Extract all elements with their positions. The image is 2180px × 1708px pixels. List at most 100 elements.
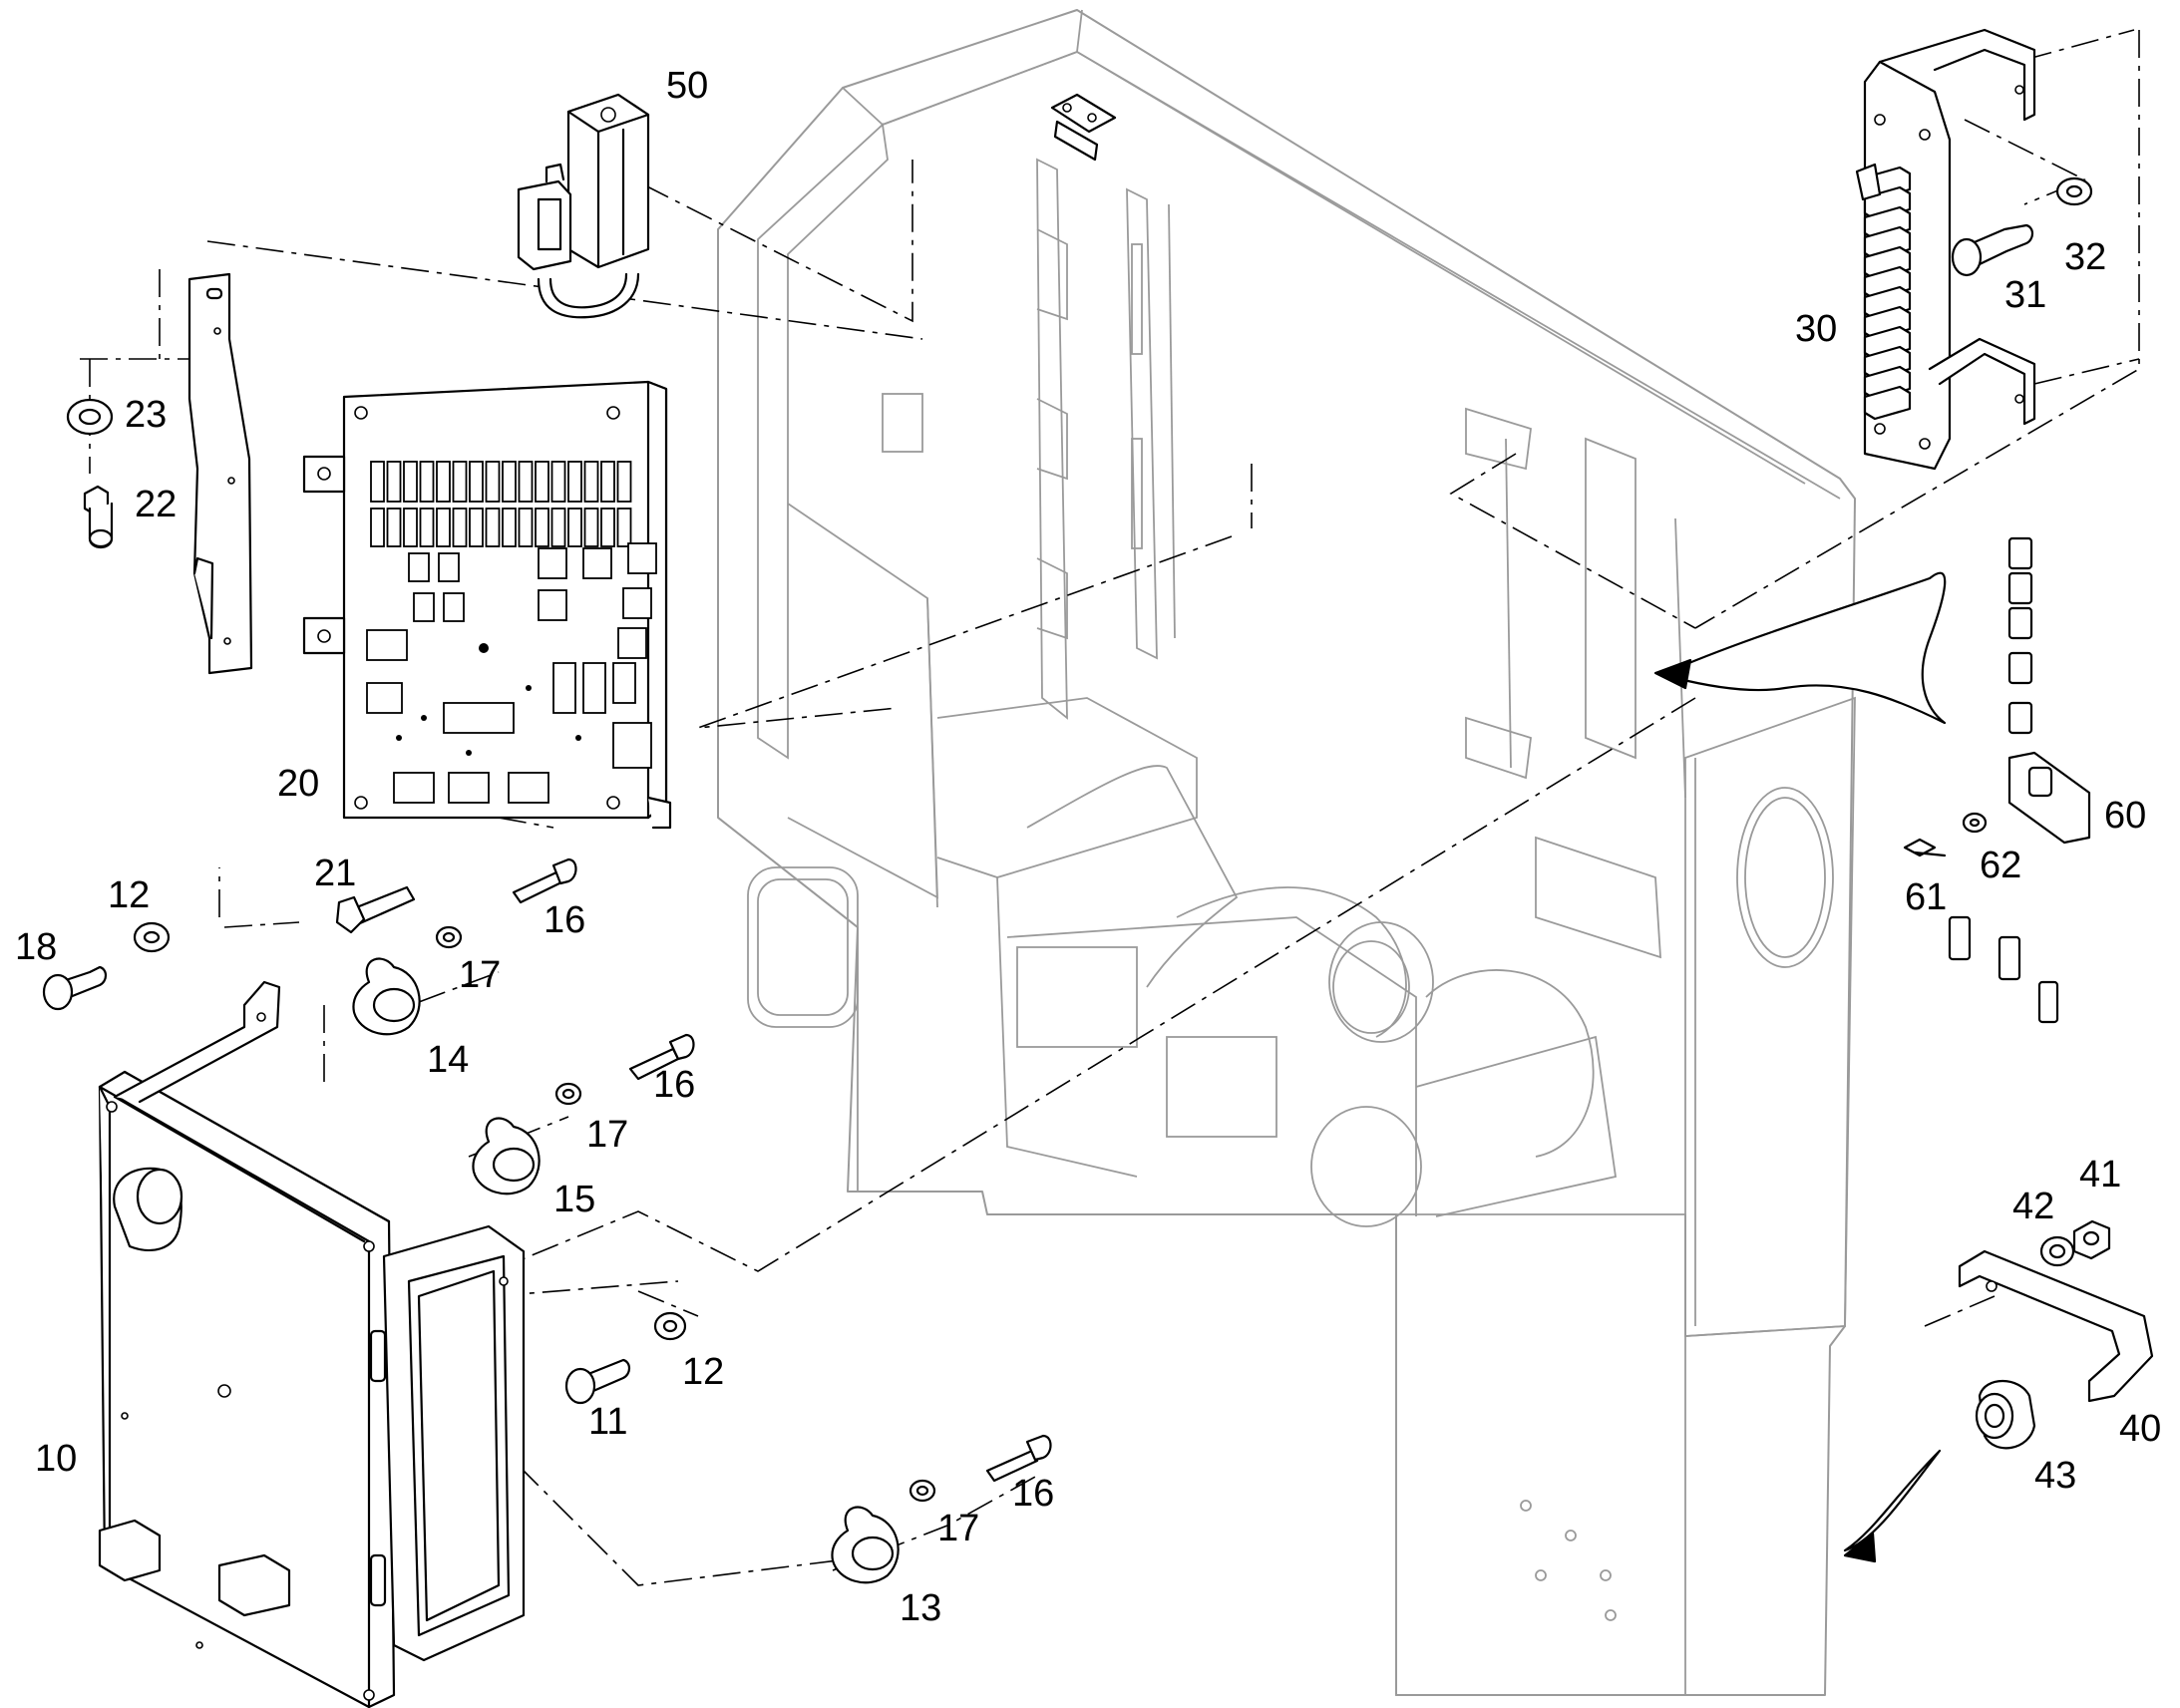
curved-arrow [1843,1449,1942,1563]
label-21: 21 [314,853,356,894]
label-12-bottom: 12 [682,1351,724,1393]
label-40: 40 [2119,1408,2161,1450]
relay-chip [403,508,418,547]
relay-chip [600,461,615,503]
label-13: 13 [900,1587,941,1629]
part-11-screw [564,1358,631,1405]
part-12-washer-bottom [653,1311,687,1341]
label-50: 50 [666,65,708,107]
label-15: 15 [553,1179,595,1220]
part-41-nut [2072,1219,2111,1260]
relay-chip [518,508,534,547]
part-40-bracket [1958,1249,2154,1403]
part-13-clamp [831,1506,900,1584]
relay-chip [502,508,517,547]
label-16-a: 16 [544,899,585,941]
relay-chip [469,461,484,503]
part-10-housing [98,980,526,1708]
part-16-screw-b [628,1033,695,1081]
relay-chip [370,461,385,503]
part-14-clamp [352,957,421,1036]
relay-chip [518,461,534,503]
relay-chip [485,508,501,547]
relay-chip [386,508,402,547]
pointer-arrow [1653,571,1947,725]
relay-chip [436,461,451,503]
relay-chip [616,508,632,547]
label-12-top: 12 [108,874,150,916]
label-20: 20 [277,763,319,805]
relay-chip [386,461,402,503]
part-17-washer-a [435,925,463,949]
part-17-washer-b [554,1082,582,1106]
label-23: 23 [125,394,167,436]
relay-chip [436,508,451,547]
relay-chip [452,508,468,547]
relay-chip [550,461,566,503]
relay-chip [600,508,615,547]
label-18: 18 [15,926,57,968]
part-32-washer [2055,176,2093,206]
relay-chip [419,508,435,547]
label-62: 62 [1980,845,2021,886]
label-32: 32 [2064,236,2106,278]
part-42-washer [2039,1235,2075,1267]
part-31-screw [1951,223,2034,277]
relay-chip [535,461,549,503]
part-22-screw [83,485,114,549]
relay-chip [583,508,599,547]
label-16-b: 16 [653,1064,695,1106]
relay-chip [567,461,582,503]
relay-chip [403,461,418,503]
label-43: 43 [2034,1455,2076,1497]
label-22: 22 [135,484,177,525]
part-fuse-clips [2007,536,2033,735]
terminal-end-cap [1855,163,1882,201]
part-18-screw [42,965,108,1011]
label-17-c: 17 [937,1508,979,1549]
part-fuse-inserts [1948,915,2059,1024]
part-50-relay-module [517,93,650,319]
part-15-clamp [472,1117,541,1196]
cabinet-frame [717,9,1856,1696]
part-16-screw-a [512,857,577,904]
part-60-fuse-holder [2007,751,2091,845]
label-11: 11 [588,1401,627,1443]
part-17-washer-c [908,1479,936,1503]
label-31: 31 [2004,274,2046,316]
part-bracket-left [187,272,253,675]
relay-chip [452,461,468,503]
part-20-circuit-board [302,380,672,830]
label-41: 41 [2079,1154,2121,1196]
label-61: 61 [1905,876,1947,918]
part-61-screw [1903,838,1947,857]
hinge [1050,93,1117,162]
part-62-washer [1962,812,1988,834]
part-12-washer-top [133,921,171,953]
label-14: 14 [427,1039,469,1081]
part-30-terminal-strip [1855,28,2036,471]
label-30: 30 [1795,308,1837,350]
relay-chip [469,508,484,547]
label-42: 42 [2012,1186,2054,1227]
relay-chip [535,508,549,547]
label-17-b: 17 [586,1114,628,1156]
label-17-a: 17 [459,954,501,996]
relay-chip [419,461,435,503]
label-60: 60 [2104,795,2146,837]
label-10: 10 [35,1438,77,1480]
relay-chip [567,508,582,547]
callout-labels: 50 23 22 20 21 16 17 14 18 12 16 17 15 1… [15,65,2161,1629]
part-23-washer [66,398,114,436]
part-21-bolt [335,885,416,934]
terminal-block [1863,385,1912,421]
relay-chip [550,508,566,547]
relay-chip [583,461,599,503]
relay-chip [502,461,517,503]
relay-chip [485,461,501,503]
part-43-cable-gland [1975,1380,2036,1450]
part-16-screw-c [985,1434,1052,1483]
relay-chip [616,461,632,503]
relay-chip [370,508,385,547]
